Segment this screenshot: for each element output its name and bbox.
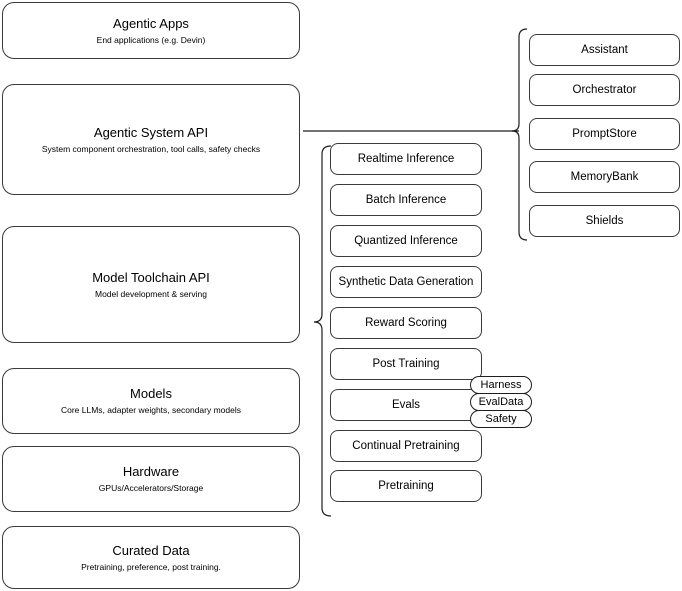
layer-title: Models [130, 386, 172, 401]
layer-agentic-apps[interactable]: Agentic Apps End applications (e.g. Devi… [2, 2, 300, 59]
agentic-item-orchestrator[interactable]: Orchestrator [529, 74, 680, 106]
toolchain-item-label: Reward Scoring [365, 317, 447, 329]
toolchain-item-post-training[interactable]: Post Training [330, 348, 482, 380]
eval-tag-safety[interactable]: Safety [470, 410, 532, 428]
toolchain-item-continual-pretraining[interactable]: Continual Pretraining [330, 430, 482, 462]
toolchain-item-batch-inference[interactable]: Batch Inference [330, 184, 482, 216]
agentic-item-shields[interactable]: Shields [529, 205, 680, 237]
eval-tag-evaldata[interactable]: EvalData [470, 393, 532, 411]
toolchain-item-label: Realtime Inference [357, 153, 455, 165]
layer-subtitle: Pretraining, preference, post training. [81, 561, 221, 572]
brace-agentic [511, 28, 528, 241]
toolchain-item-label: Pretraining [378, 480, 434, 492]
toolchain-item-evals[interactable]: Evals [330, 389, 482, 421]
toolchain-item-reward-scoring[interactable]: Reward Scoring [330, 307, 482, 339]
toolchain-item-synthetic-data-generation[interactable]: Synthetic Data Generation [330, 266, 482, 298]
toolchain-item-label: Post Training [372, 358, 440, 370]
toolchain-item-label: Evals [391, 399, 421, 411]
agentic-item-memorybank[interactable]: MemoryBank [529, 161, 680, 193]
layer-subtitle: GPUs/Accelerators/Storage [98, 483, 204, 493]
layer-title: Hardware [122, 464, 180, 479]
toolchain-item-label: Synthetic Data Generation [338, 276, 474, 288]
eval-tag-label: Safety [485, 412, 517, 425]
toolchain-item-pretraining[interactable]: Pretraining [330, 470, 482, 502]
agentic-item-assistant[interactable]: Assistant [529, 34, 680, 66]
agentic-item-label: MemoryBank [570, 171, 639, 183]
layer-subtitle: Core LLMs, adapter weights, secondary mo… [60, 405, 241, 415]
eval-tag-harness[interactable]: Harness [470, 376, 532, 394]
layer-subtitle: Model development & serving [95, 288, 207, 299]
layer-curated-data[interactable]: Curated Data Pretraining, preference, po… [2, 526, 300, 589]
layer-title: Agentic System API [93, 124, 209, 140]
layer-subtitle: System component orchestration, tool cal… [41, 143, 261, 154]
toolchain-item-label: Quantized Inference [354, 235, 458, 247]
toolchain-item-label: Continual Pretraining [352, 440, 460, 452]
agentic-item-label: Shields [585, 215, 624, 227]
toolchain-item-quantized-inference[interactable]: Quantized Inference [330, 225, 482, 257]
agentic-item-label: PromptStore [572, 128, 637, 140]
eval-tag-label: Harness [480, 378, 522, 391]
eval-tag-label: EvalData [478, 395, 524, 408]
layer-hardware[interactable]: Hardware GPUs/Accelerators/Storage [2, 446, 300, 512]
layer-title: Agentic Apps [113, 15, 189, 31]
layer-models[interactable]: Models Core LLMs, adapter weights, secon… [2, 368, 300, 434]
layer-title: Curated Data [112, 542, 190, 558]
agentic-item-label: Assistant [581, 44, 628, 56]
layer-title: Model Toolchain API [92, 269, 210, 285]
layer-model-toolchain-api[interactable]: Model Toolchain API Model development & … [2, 226, 300, 343]
toolchain-item-realtime-inference[interactable]: Realtime Inference [330, 143, 482, 175]
agentic-item-label: Orchestrator [572, 84, 637, 96]
layer-agentic-system-api[interactable]: Agentic System API System component orch… [2, 84, 300, 195]
layer-subtitle: End applications (e.g. Devin) [96, 34, 206, 45]
agentic-item-promptstore[interactable]: PromptStore [529, 118, 680, 150]
brace-toolchain [313, 145, 332, 517]
toolchain-item-label: Batch Inference [365, 194, 447, 206]
